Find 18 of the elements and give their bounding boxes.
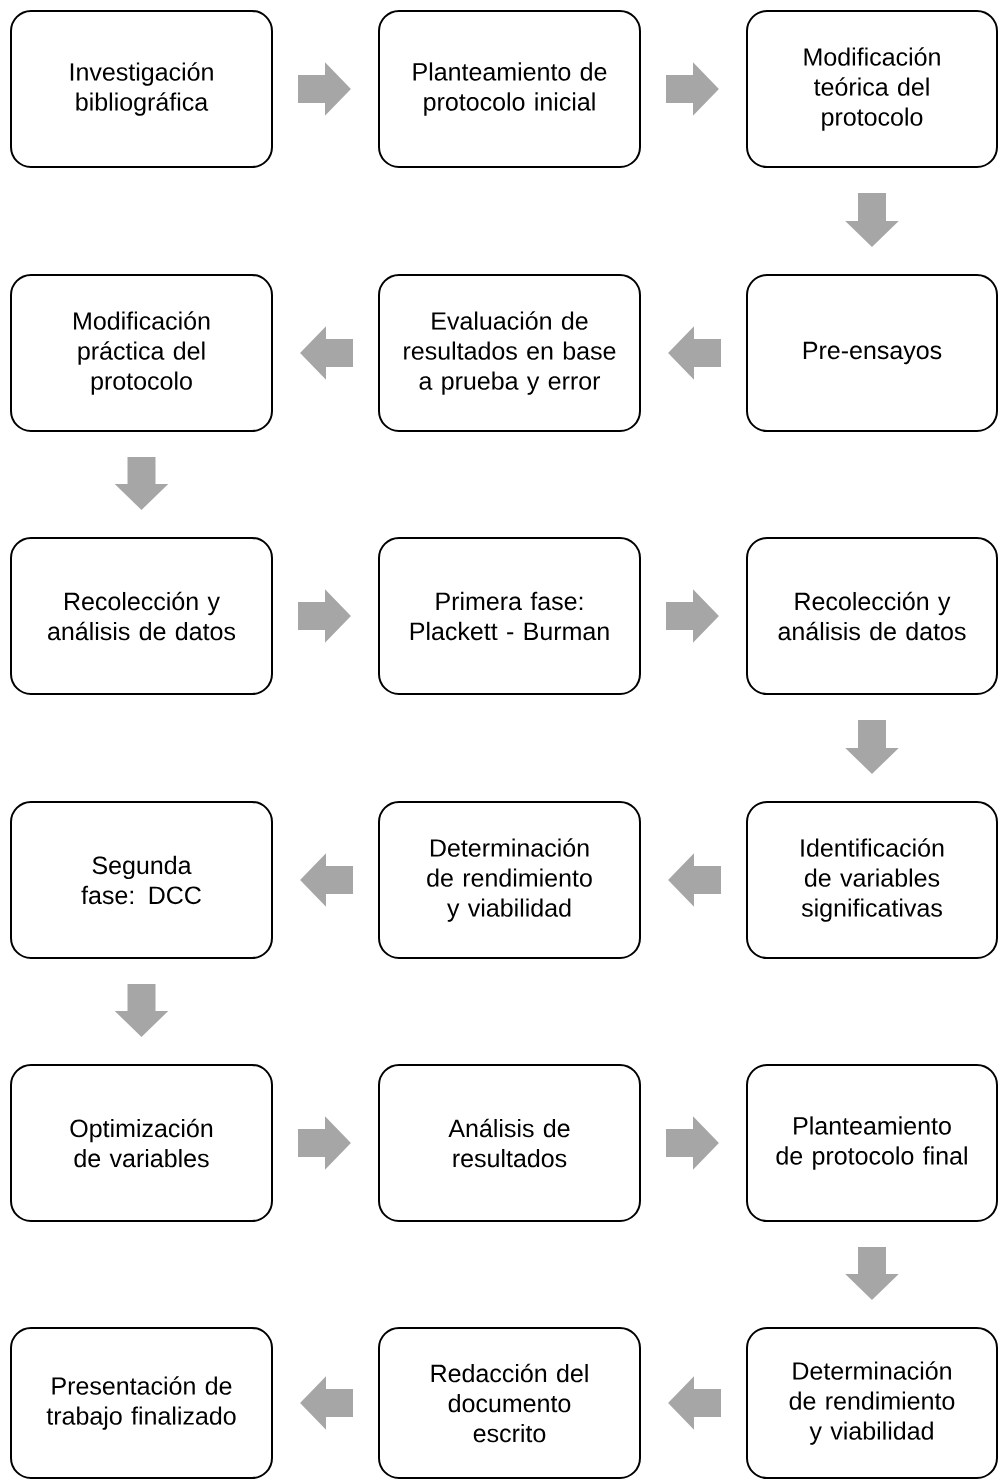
process-box: Redacción del documento escrito [378,1327,641,1479]
process-box: Análisis de resultados [378,1064,641,1222]
process-box: Optimización de variables [10,1064,273,1222]
process-box: Planteamiento de protocolo final [746,1064,998,1222]
process-box: Modificación práctica del protocolo [10,274,273,432]
process-box: Determinación de rendimiento y viabilidad [378,801,641,959]
process-box: Evaluación de resultados en base a prueba y error [378,274,641,432]
process-box: Segunda fase: DCC [10,801,273,959]
process-box: Pre-ensayos [746,274,998,432]
process-box: Modificación teórica del protocolo [746,10,998,168]
process-box: Recolección y análisis de datos [10,537,273,695]
process-box: Recolección y análisis de datos [746,537,998,695]
process-box: Determinación de rendimiento y viabilidad [746,1327,998,1479]
process-box: Presentación de trabajo finalizado [10,1327,273,1479]
process-box: Identificación de variables significativas [746,801,998,959]
process-box: Investigación bibliográfica [10,10,273,168]
process-box: Primera fase: Plackett - Burman [378,537,641,695]
process-box: Planteamiento de protocolo inicial [378,10,641,168]
